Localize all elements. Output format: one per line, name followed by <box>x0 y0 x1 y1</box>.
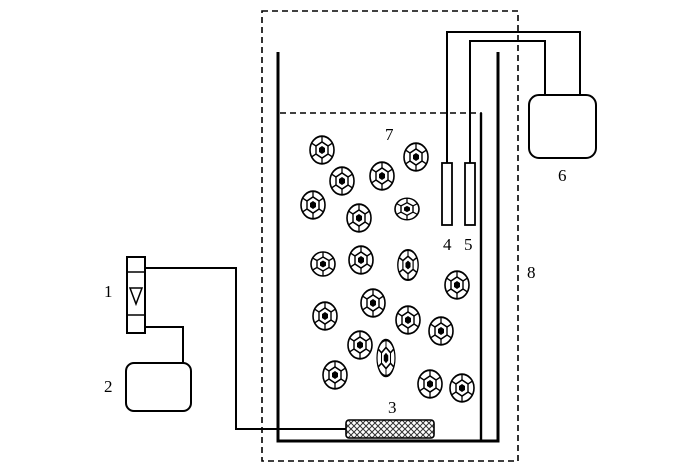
label-enclosure: 8 <box>527 263 536 282</box>
carrier <box>348 245 374 275</box>
probe-a-cable <box>446 31 581 163</box>
reactor-vessel <box>276 52 500 443</box>
pump-pipe <box>145 326 184 365</box>
aeration-stone <box>345 419 435 439</box>
carrier <box>394 197 420 221</box>
label-meter: 6 <box>558 166 567 185</box>
carrier <box>395 305 421 335</box>
carrier <box>428 316 454 346</box>
carrier <box>449 373 475 403</box>
label-flowmeter: 1 <box>104 282 113 301</box>
carrier <box>403 142 429 172</box>
carrier <box>360 288 386 318</box>
probe-a <box>441 162 453 226</box>
probe-b-cable <box>469 40 546 163</box>
carrier <box>322 360 348 390</box>
air-pump <box>125 362 192 412</box>
label-air-pump: 2 <box>104 377 113 396</box>
label-carriers: 7 <box>385 125 394 144</box>
flowmeter <box>126 256 146 334</box>
carrier <box>312 301 338 331</box>
carrier <box>417 369 443 399</box>
carrier <box>329 166 355 196</box>
meter <box>528 94 597 159</box>
carrier <box>375 338 397 378</box>
probe-b <box>464 162 476 226</box>
enclosure-dashed-box <box>261 10 519 462</box>
label-probe-a: 4 <box>443 235 452 254</box>
carrier <box>396 249 420 281</box>
carrier <box>369 161 395 191</box>
air-pipe <box>145 267 346 430</box>
carrier <box>310 251 336 277</box>
label-aeration-stone: 3 <box>388 398 397 417</box>
carrier <box>346 203 372 233</box>
carrier <box>347 330 373 360</box>
carrier <box>309 135 335 165</box>
label-probe-b: 5 <box>464 235 473 254</box>
carrier <box>444 270 470 300</box>
carrier <box>300 190 326 220</box>
